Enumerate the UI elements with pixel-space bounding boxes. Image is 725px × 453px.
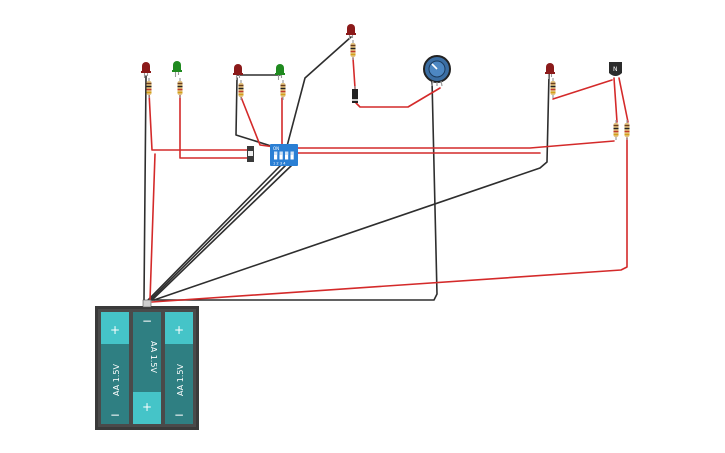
wire-black[interactable] — [151, 163, 294, 301]
resistor[interactable] — [624, 120, 630, 140]
wire-red[interactable] — [149, 153, 156, 301]
battery-cell-3-top-terminal: + — [174, 323, 184, 337]
wire-red[interactable] — [151, 137, 628, 303]
wire-black[interactable] — [143, 75, 147, 301]
potentiometer[interactable] — [423, 55, 451, 87]
wires — [143, 36, 629, 306]
wire-red[interactable] — [552, 79, 613, 100]
slide-switch[interactable] — [247, 146, 254, 162]
led-red[interactable] — [545, 63, 555, 79]
led-red[interactable] — [141, 62, 151, 78]
battery-cell-2-bottom-terminal: + — [142, 400, 152, 414]
wire-black[interactable] — [285, 36, 352, 151]
battery-cell-3-label: AA 1.5V — [176, 364, 185, 396]
wire-red[interactable] — [179, 91, 249, 159]
wire-red[interactable] — [240, 96, 283, 149]
wire-black[interactable] — [153, 73, 550, 301]
dip-toggle-1[interactable] — [274, 151, 278, 160]
wire-black[interactable] — [147, 163, 283, 301]
wire-black[interactable] — [149, 163, 288, 301]
battery-cell-1: + − AA 1.5V — [101, 312, 129, 424]
dip-switch-position-labels: 1 2 3 4 — [273, 162, 286, 166]
battery-cell-1-label: AA 1.5V — [112, 364, 121, 396]
led-green[interactable] — [172, 61, 182, 77]
wire-red[interactable] — [613, 77, 618, 123]
battery-cell-2-label: AA 1.5V — [149, 341, 158, 373]
wire-red[interactable] — [148, 91, 249, 151]
dip-toggle-3[interactable] — [285, 151, 289, 160]
battery-pack[interactable]: + − AA 1.5V − + AA 1.5V + − AA 1.5V — [95, 299, 199, 430]
wire-black[interactable] — [151, 79, 438, 301]
wire-red[interactable] — [296, 140, 615, 149]
resistor[interactable] — [613, 120, 619, 140]
resistor[interactable] — [280, 80, 286, 100]
battery-cell-1-top-terminal: + — [110, 323, 120, 337]
npn-transistor[interactable]: N — [609, 62, 622, 76]
battery-cell-1-bottom-terminal: − — [110, 408, 120, 422]
resistor[interactable] — [350, 40, 356, 60]
led-red[interactable] — [346, 24, 356, 40]
battery-cell-2-top-terminal: − — [142, 314, 152, 328]
resistor[interactable] — [238, 80, 244, 100]
dip-toggle-4[interactable] — [290, 151, 294, 160]
resistor[interactable] — [550, 78, 556, 98]
diode[interactable] — [352, 86, 358, 103]
resistors — [146, 40, 630, 140]
battery-cell-3: + − AA 1.5V — [165, 312, 193, 424]
battery-cell-2: − + AA 1.5V — [133, 312, 161, 424]
dip-switch-on-label: ON — [273, 146, 279, 151]
dip-switch[interactable]: ON 1 2 3 4 — [270, 144, 298, 166]
led-red[interactable] — [233, 64, 243, 80]
battery-cell-3-bottom-terminal: − — [174, 408, 184, 422]
dip-toggle-2[interactable] — [279, 151, 283, 160]
transistor-label: N — [613, 66, 618, 73]
led-green[interactable] — [275, 64, 285, 80]
wire-red[interactable] — [618, 77, 629, 123]
resistor[interactable] — [146, 78, 152, 98]
resistor[interactable] — [177, 78, 183, 98]
leds — [141, 24, 555, 80]
